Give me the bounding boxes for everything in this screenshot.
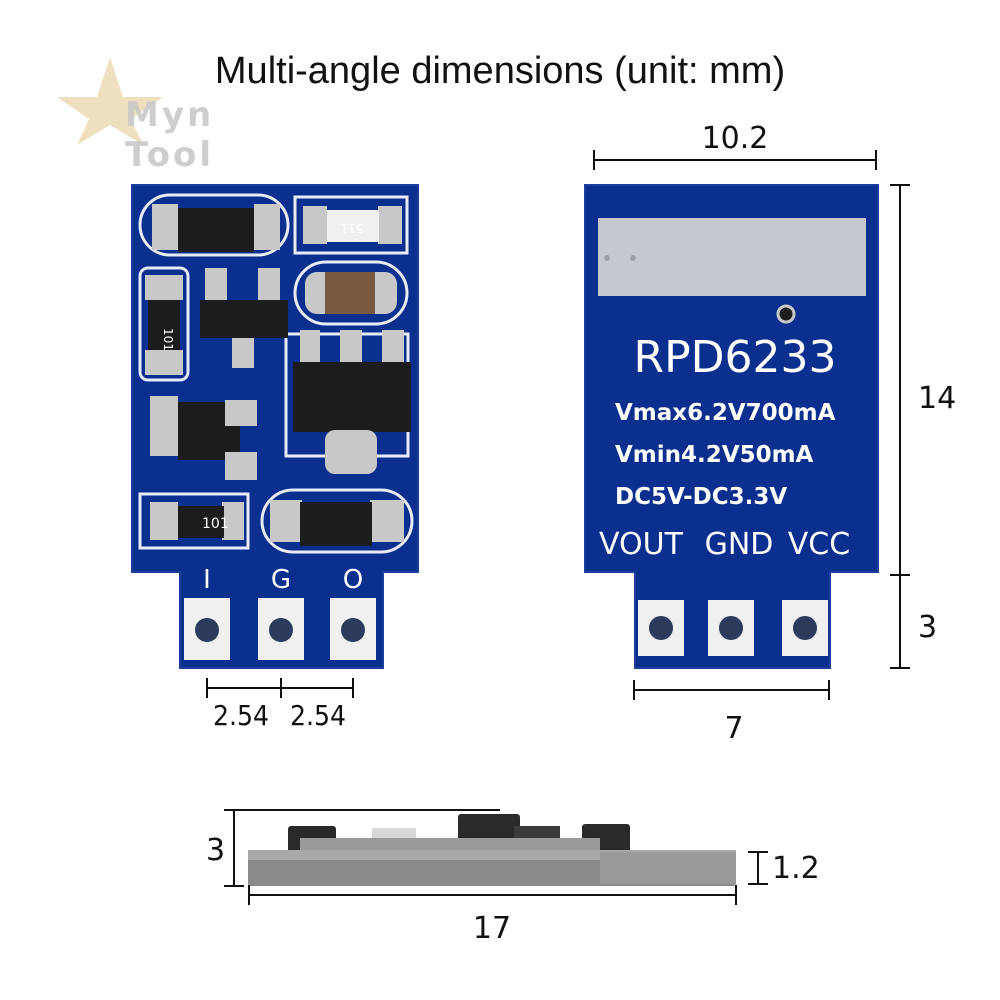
pitch-right-label: 2.54	[290, 699, 346, 732]
width-dimension-label: 10.2	[702, 121, 769, 156]
thickness-dimension-label: 1.2	[772, 851, 820, 886]
page-title: Multi-angle dimensions (unit: mm)	[214, 50, 786, 92]
resistor-label-left: 101	[161, 328, 175, 351]
pin-label-gnd: GND	[705, 527, 774, 562]
side-dimension-lines	[224, 809, 768, 905]
length-dimension-label: 17	[473, 911, 511, 946]
pitch-left-label: 2.54	[213, 699, 269, 732]
model-label: RPD6233	[634, 332, 837, 383]
back-dimension-lines	[593, 150, 910, 700]
resistor-label-bottom: 101	[202, 516, 229, 532]
spec-line-vmax: Vmax6.2V700mA	[615, 400, 836, 426]
pin-label-o: O	[343, 565, 363, 595]
spec-line-vmin: Vmin4.2V50mA	[615, 442, 814, 468]
star-icon	[57, 57, 163, 145]
height-dimension-label: 14	[918, 381, 956, 416]
spec-line-dc: DC5V-DC3.3V	[615, 484, 787, 510]
pin-label-i: I	[203, 565, 211, 595]
watermark-text: Myn Tool	[125, 95, 215, 175]
watermark-logo: Myn Tool	[55, 55, 315, 175]
pin-label-vcc: VCC	[788, 527, 850, 562]
pin-label-g: G	[271, 565, 291, 595]
pin-height-dimension-label: 3	[918, 610, 937, 645]
pin-width-dimension-label: 7	[724, 711, 743, 746]
pitch-dimension-lines	[206, 678, 354, 698]
pin-label-vout: VOUT	[599, 527, 684, 562]
side-height-dimension-label: 3	[206, 833, 225, 868]
capacitor-label: 511	[341, 221, 364, 235]
